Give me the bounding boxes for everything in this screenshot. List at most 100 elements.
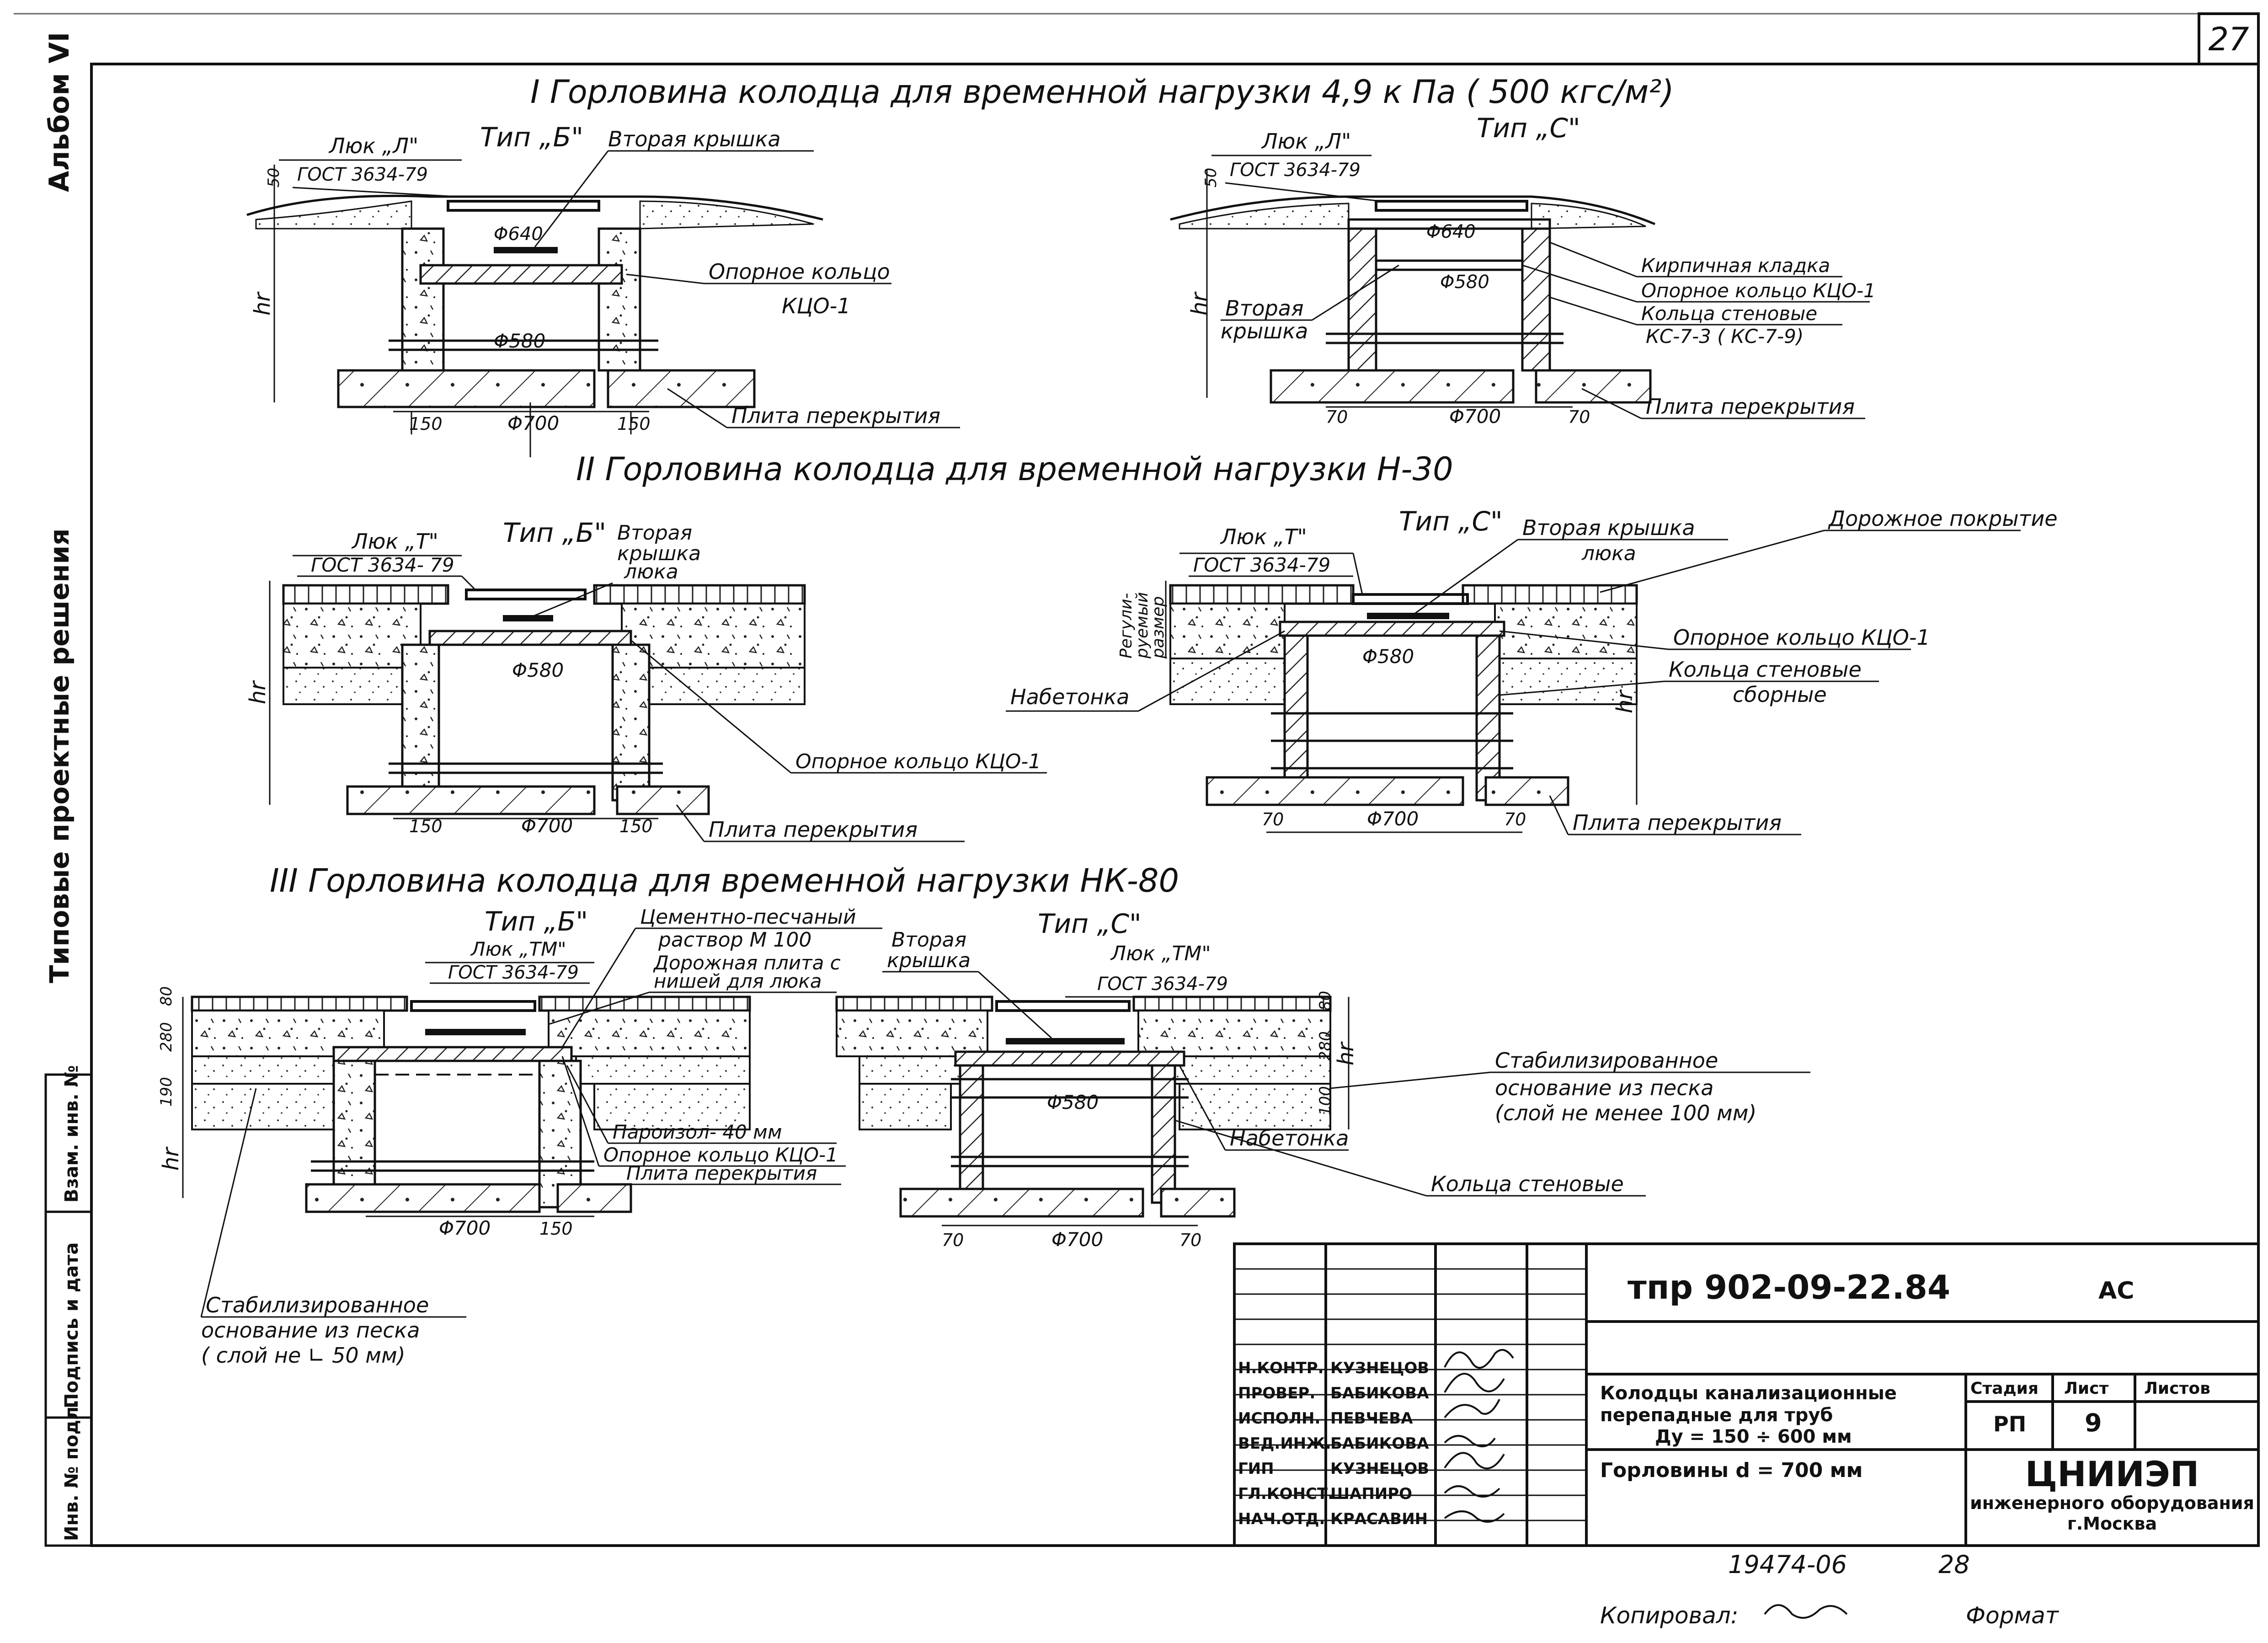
stamp-role-5: ГЛ.КОНСТ. — [1238, 1485, 1334, 1503]
s2r-walls2: сборные — [1733, 682, 1827, 707]
section1-title: I Горловина колодца для временной нагруз… — [530, 73, 1674, 111]
s2l-hr: hr — [245, 680, 271, 704]
footer-copied: Копировал: — [1600, 1602, 1739, 1629]
s2r-w70a: 70 — [1262, 809, 1284, 830]
stamp-roles: Н.КОНТР. КУЗНЕЦОВ ПРОВЕР. БАБИКОВА ИСПОЛ… — [1238, 1359, 1429, 1528]
stamp-code: тпр 902-09-22.84 — [1628, 1268, 1950, 1306]
s2l-d700: Φ700 — [521, 814, 573, 837]
s2r-road: Дорожное покрытие — [1828, 506, 2058, 531]
s3r-dim280: 280 — [1316, 1031, 1334, 1061]
s1l-ring: Опорное кольцо — [709, 259, 890, 284]
s1r-gost: ГОСТ 3634-79 — [1230, 160, 1361, 181]
s3l-road-slab2: нишей для люка — [654, 970, 822, 992]
s3l-d700: Φ700 — [439, 1217, 491, 1239]
s3r-second-lid2: крышка — [887, 949, 971, 972]
stamp-name-5: ШАПИРО — [1330, 1485, 1412, 1503]
s2l-w150a: 150 — [409, 816, 443, 836]
s1r-second-lid2: крышка — [1221, 319, 1308, 343]
s3r-base3: (слой не менее 100 мм) — [1495, 1101, 1756, 1125]
section3-right-drawing — [835, 995, 1350, 1226]
s3r-second-lid1: Вторая — [891, 928, 966, 952]
s3l-w150: 150 — [539, 1219, 573, 1239]
s3l-hatch: Люк „ТМ" — [470, 938, 566, 960]
s1r-type: Тип „С" — [1477, 112, 1580, 144]
s3r-base1: Стабилизированное — [1495, 1048, 1718, 1073]
stamp-name-4: КУЗНЕЦОВ — [1330, 1460, 1429, 1478]
s1l-slab: Плита перекрытия — [731, 403, 940, 428]
section2-right-drawing — [1165, 581, 1638, 833]
s1r-d640: Φ640 — [1426, 221, 1476, 242]
stamp-sheet-h: Лист — [2064, 1379, 2108, 1398]
s2l-second-lid1: Вторая — [617, 521, 692, 545]
s2l-gost: ГОСТ 3634- 79 — [311, 554, 454, 576]
margin-album: Альбом VI — [43, 32, 75, 192]
s1r-slab: Плита перекрытия — [1646, 394, 1855, 419]
s3l-mortar1: Цементно-песчаный — [640, 905, 856, 929]
s2l-type: Тип „Б" — [503, 517, 606, 548]
margin-sign-date: Подпись и дата — [61, 1242, 82, 1408]
stamp-org3: г.Москва — [2067, 1514, 2157, 1534]
s3l-ring: Опорное кольцо КЦО-1 — [603, 1144, 838, 1166]
s3r-dim100: 100 — [1316, 1086, 1334, 1116]
stamp-subtitle: Горловины d = 700 мм — [1600, 1459, 1863, 1482]
s3l-type: Тип „Б" — [485, 906, 588, 937]
s1l-hr: hr — [250, 291, 275, 316]
s1l-hatch: Люк „Л" — [328, 134, 418, 158]
s1r-hr: hr — [1187, 291, 1212, 316]
s1l-dim50: 50 — [265, 168, 283, 187]
stamp-title3: Ду = 150 ÷ 600 мм — [1655, 1426, 1852, 1447]
stamp-stage: РП — [1993, 1412, 2026, 1436]
s3l-mortar2: раствор М 100 — [658, 928, 811, 952]
s3r-d580: Φ580 — [1047, 1091, 1099, 1113]
s3l-dim190: 190 — [157, 1077, 176, 1107]
copier-signature — [1764, 1604, 1848, 1619]
s1r-ring: Опорное кольцо КЦО-1 — [1641, 279, 1876, 302]
s1r-w70b: 70 — [1568, 407, 1590, 427]
stamp-title1: Колодцы канализационные — [1600, 1383, 1897, 1404]
stamp-role-2: ИСПОЛН. — [1238, 1409, 1320, 1428]
s3r-w70a: 70 — [942, 1230, 964, 1250]
s3r-dim80: 80 — [1316, 991, 1334, 1011]
stamp-name-2: ПЕВЧЕВА — [1330, 1409, 1413, 1428]
margin-series: Типовые проектные решения — [44, 529, 75, 983]
s2r-concrete: Набетонка — [1010, 685, 1129, 709]
s1r-d580: Φ580 — [1440, 272, 1489, 293]
footer-page: 28 — [1938, 1550, 1970, 1579]
s2r-ring: Опорное кольцо КЦО-1 — [1673, 625, 1930, 650]
s2l-d580: Φ580 — [512, 659, 564, 681]
s2r-d580: Φ580 — [1362, 645, 1414, 668]
s3r-concrete: Набетонка — [1230, 1126, 1349, 1151]
s3l-slab: Плита перекрытия — [626, 1162, 817, 1184]
stamp-role-3: ВЕД.ИНЖ. — [1238, 1434, 1331, 1453]
stamp-sheet: 9 — [2085, 1408, 2102, 1437]
s3r-hatch: Люк „ТМ" — [1110, 942, 1211, 965]
section2-left-drawing — [269, 581, 806, 819]
stamp-role-0: Н.КОНТР. — [1238, 1359, 1324, 1377]
s2r-adjust3: размер — [1149, 596, 1168, 659]
s3l-base1: Стабилизированное — [206, 1293, 429, 1317]
s3r-gost: ГОСТ 3634-79 — [1097, 974, 1228, 995]
s2l-w150b: 150 — [619, 816, 653, 836]
s1l-w150a: 150 — [409, 414, 443, 434]
s2l-hatch: Люк „Т" — [351, 529, 438, 554]
footer-format: Формат — [1966, 1602, 2060, 1629]
stamp-ac: АС — [2098, 1277, 2134, 1305]
s3r-d700: Φ700 — [1051, 1228, 1103, 1251]
stamp-org2: инженерного оборудования — [1970, 1493, 2254, 1513]
stamp-role-1: ПРОВЕР. — [1238, 1384, 1315, 1402]
s1l-gost: ГОСТ 3634-79 — [297, 164, 428, 185]
s3l-dim280: 280 — [157, 1022, 176, 1052]
s2r-w70b: 70 — [1504, 809, 1526, 830]
s2r-hatch: Люк „Т" — [1220, 524, 1307, 549]
s3l-base3: ( слой не ∟ 50 мм) — [201, 1343, 406, 1368]
s1r-hatch: Люк „Л" — [1261, 129, 1351, 154]
s1r-walls2: КС-7-3 ( КС-7-9) — [1646, 325, 1804, 348]
s2r-slab: Плита перекрытия — [1573, 810, 1782, 835]
stamp-name-3: БАБИКОВА — [1330, 1434, 1429, 1453]
s3l-hr: hr — [158, 1146, 184, 1171]
s1l-w150b: 150 — [617, 414, 651, 434]
s2r-adjust1: Регули- — [1117, 593, 1136, 658]
margin-inv-no: Инв. № подл. — [61, 1399, 82, 1541]
s2l-second-lid3: люка — [624, 560, 678, 583]
